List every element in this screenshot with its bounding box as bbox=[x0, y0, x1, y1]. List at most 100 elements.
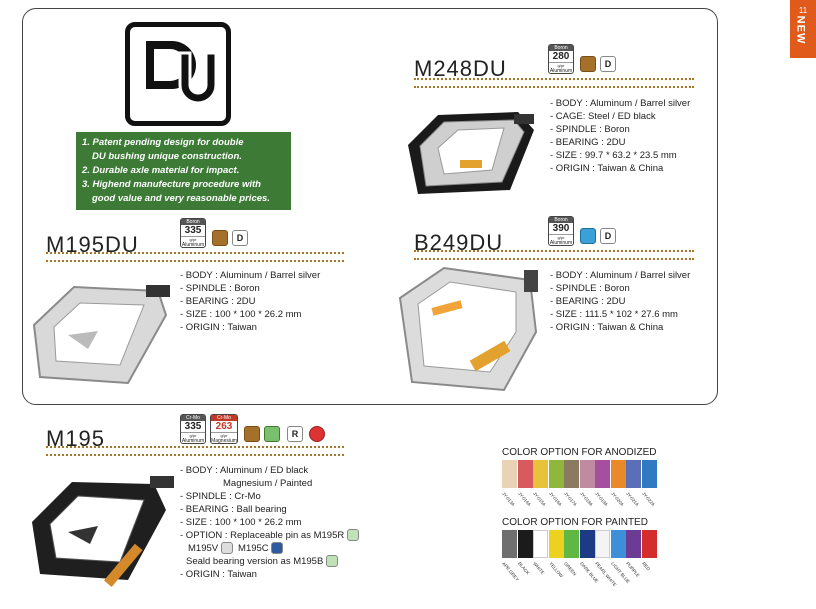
feature-3-cont: good value and very reasonable prices. bbox=[92, 193, 270, 204]
anodized-swatch bbox=[579, 460, 595, 488]
anodized-swatch-label: JY-020A bbox=[609, 491, 625, 508]
spec-bearing: - BEARING : Ball bearing bbox=[180, 504, 287, 515]
painted-swatch bbox=[595, 530, 610, 558]
spec-spindle: - SPINDLE : Boron bbox=[550, 124, 630, 135]
feature-1-cont: DU bushing unique construction. bbox=[92, 151, 242, 162]
du-bearing-icon: D bbox=[600, 56, 616, 72]
du-logo-mark bbox=[146, 41, 218, 105]
anodized-swatch bbox=[517, 460, 533, 488]
spec-spindle: - SPINDLE : Boron bbox=[550, 283, 630, 294]
spec-body-cont: Magnesium / Painted bbox=[223, 478, 313, 489]
spec-size: - SIZE : 100 * 100 * 26.2 mm bbox=[180, 517, 302, 528]
m248du-pedal-image bbox=[408, 112, 534, 194]
spec-body: - BODY : Aluminum / Barrel silver bbox=[550, 270, 691, 281]
painted-swatch-label: WHITE bbox=[532, 561, 546, 576]
painted-swatch bbox=[564, 530, 579, 558]
painted-swatch-label: PURPLE bbox=[625, 561, 641, 579]
spec-option-variants: M195V M195C bbox=[180, 542, 359, 555]
feature-1: 1. Patent pending design for double bbox=[82, 137, 244, 148]
spec-spindle: - SPINDLE : Boron bbox=[180, 283, 260, 294]
anodized-swatch bbox=[595, 460, 610, 488]
mtb-icon bbox=[244, 426, 260, 442]
spec-origin: - ORIGIN : Taiwan & China bbox=[550, 163, 664, 174]
anodized-swatch bbox=[564, 460, 579, 488]
anodized-swatch-label: JY-013A bbox=[501, 491, 516, 508]
spec-origin: - ORIGIN : Taiwan & China bbox=[550, 322, 664, 333]
painted-swatch bbox=[502, 530, 517, 558]
m195du-rule bbox=[46, 252, 344, 262]
painted-swatch bbox=[641, 530, 657, 558]
anodized-swatch-label: JY-018A bbox=[578, 491, 594, 508]
page-tab: 11 NEW bbox=[790, 0, 816, 58]
b249du-pedal-image bbox=[398, 266, 538, 392]
spec-origin: - ORIGIN : Taiwan bbox=[180, 322, 257, 333]
painted-swatch-label: BLACK bbox=[516, 561, 530, 576]
spec-size: - SIZE : 111.5 * 102 * 27.6 mm bbox=[550, 309, 678, 320]
anodized-swatch bbox=[610, 460, 626, 488]
painted-swatch bbox=[579, 530, 595, 558]
pin-icon bbox=[346, 529, 359, 542]
feature-3: 3. Highend manufecture procedure with bbox=[82, 179, 261, 190]
anodized-swatch-label: JY-022A bbox=[640, 491, 656, 508]
anodized-swatch bbox=[548, 460, 564, 488]
anodized-swatch bbox=[533, 460, 548, 488]
spec-body: - BODY : Aluminum / Barrel silver bbox=[180, 270, 321, 281]
pin-icon bbox=[264, 426, 280, 442]
spec-body: - BODY : Aluminum / ED black bbox=[180, 465, 309, 476]
spec-size: - SIZE : 99.7 * 63.2 * 23.5 mm bbox=[550, 150, 677, 161]
bmx-icon bbox=[580, 228, 596, 244]
pin-c-icon bbox=[271, 542, 284, 555]
m195-magnesium-badge: Cr-Mo 263 g/pr Magnesium bbox=[210, 414, 238, 444]
spec-option: - OPTION : Replaceable pin as M195R bbox=[180, 529, 359, 542]
page-number: 11 bbox=[798, 6, 808, 15]
spec-spindle: - SPINDLE : Cr-Mo bbox=[180, 491, 261, 502]
anodized-colors-title: COLOR OPTION FOR ANODIZED bbox=[502, 447, 657, 458]
spec-cage: - CAGE: Steel / ED black bbox=[550, 111, 656, 122]
spec-bearing: - BEARING : 2DU bbox=[550, 296, 626, 307]
anodized-swatch bbox=[502, 460, 517, 488]
m248du-weight-badge: Boron 280 g/pr Aluminum bbox=[548, 44, 574, 74]
ball-bearing-icon bbox=[309, 426, 325, 442]
mtb-icon bbox=[212, 230, 228, 246]
painted-swatch-label: YELLOW bbox=[547, 561, 564, 579]
new-label: NEW bbox=[794, 15, 807, 45]
spec-body: - BODY : Aluminum / Barrel silver bbox=[550, 98, 691, 109]
m195-pedal-image bbox=[32, 476, 174, 587]
m248du-specs: - BODY : Aluminum / Barrel silver - CAGE… bbox=[550, 97, 690, 175]
features-box: 1. Patent pending design for double DU b… bbox=[76, 132, 291, 210]
m195du-weight-badge: Boron 335 g/pr Aluminum bbox=[180, 218, 206, 248]
anodized-swatch-label: JY-017A bbox=[563, 491, 578, 508]
feature-2: 2. Durable axle material for impact. bbox=[82, 165, 240, 176]
painted-swatch bbox=[548, 530, 564, 558]
m195-aluminum-badge: Cr-Mo 335 g/pr Aluminum bbox=[180, 414, 206, 444]
du-logo bbox=[125, 22, 231, 126]
painted-swatch-label: RED bbox=[640, 561, 651, 572]
anodized-swatch-label: JY-015A bbox=[532, 491, 547, 508]
painted-swatch bbox=[517, 530, 533, 558]
painted-swatch bbox=[533, 530, 548, 558]
spec-size: - SIZE : 100 * 100 * 26.2 mm bbox=[180, 309, 302, 320]
m195-specs: - BODY : Aluminum / ED black Magnesium /… bbox=[180, 464, 359, 581]
r-option-icon: R bbox=[287, 426, 303, 442]
du-bearing-icon: D bbox=[232, 230, 248, 246]
spec-bearing: - BEARING : 2DU bbox=[550, 137, 626, 148]
spec-sealed-bearing: Seald bearing version as M195B bbox=[180, 555, 359, 568]
painted-swatch-label: GREEN bbox=[563, 561, 578, 577]
painted-colors-title: COLOR OPTION FOR PAINTED bbox=[502, 517, 648, 528]
pin-v-icon bbox=[220, 542, 233, 555]
m195-rule bbox=[46, 446, 344, 456]
m248du-title: M248DU bbox=[414, 56, 507, 81]
spec-bearing: - BEARING : 2DU bbox=[180, 296, 256, 307]
sealed-bearing-icon bbox=[325, 555, 338, 568]
anodized-swatch-label: JY-016A bbox=[547, 491, 563, 508]
b249du-weight-badge: Boron 390 g/pr Aluminum bbox=[548, 216, 574, 246]
du-bearing-icon: D bbox=[600, 228, 616, 244]
m248du-rule bbox=[414, 78, 694, 88]
b249du-specs: - BODY : Aluminum / Barrel silver - SPIN… bbox=[550, 269, 690, 334]
anodized-swatch-label: JY-014A bbox=[516, 491, 532, 508]
anodized-swatch bbox=[626, 460, 641, 488]
mtb-icon bbox=[580, 56, 596, 72]
anodized-swatch-label: JY-021A bbox=[625, 491, 640, 508]
